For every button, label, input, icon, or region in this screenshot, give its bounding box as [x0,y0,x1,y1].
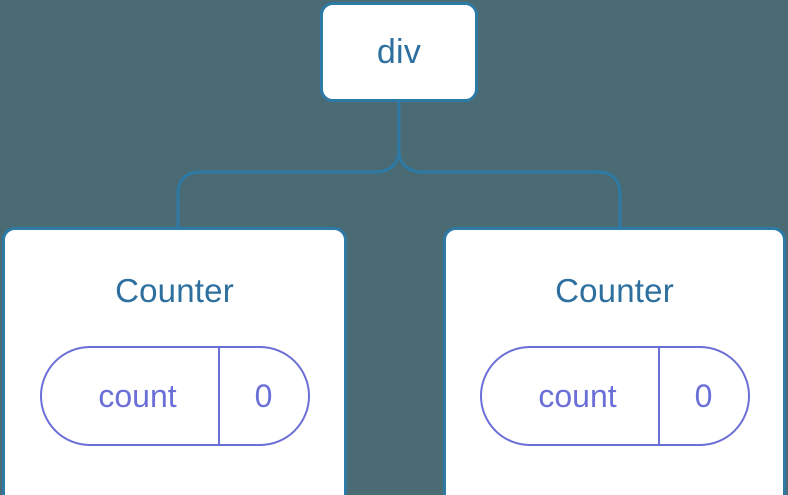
node-counter-right-label: Counter [555,272,674,309]
connector-to-counter-left [176,149,401,229]
node-counter-left-label: Counter [115,272,234,309]
state-key-left: count [98,378,177,414]
state-pill-right[interactable]: count 0 [479,346,750,446]
state-pill-left[interactable]: count 0 [39,346,310,446]
state-key-right: count [538,378,617,414]
node-counter-left[interactable]: Counter count 0 [2,227,347,495]
connector-to-counter-right [397,149,622,229]
state-value-right: 0 [657,348,748,444]
state-value-left: 0 [217,348,308,444]
node-counter-right[interactable]: Counter count 0 [443,227,786,495]
node-div[interactable]: div [320,2,478,102]
node-div-label: div [376,33,422,71]
